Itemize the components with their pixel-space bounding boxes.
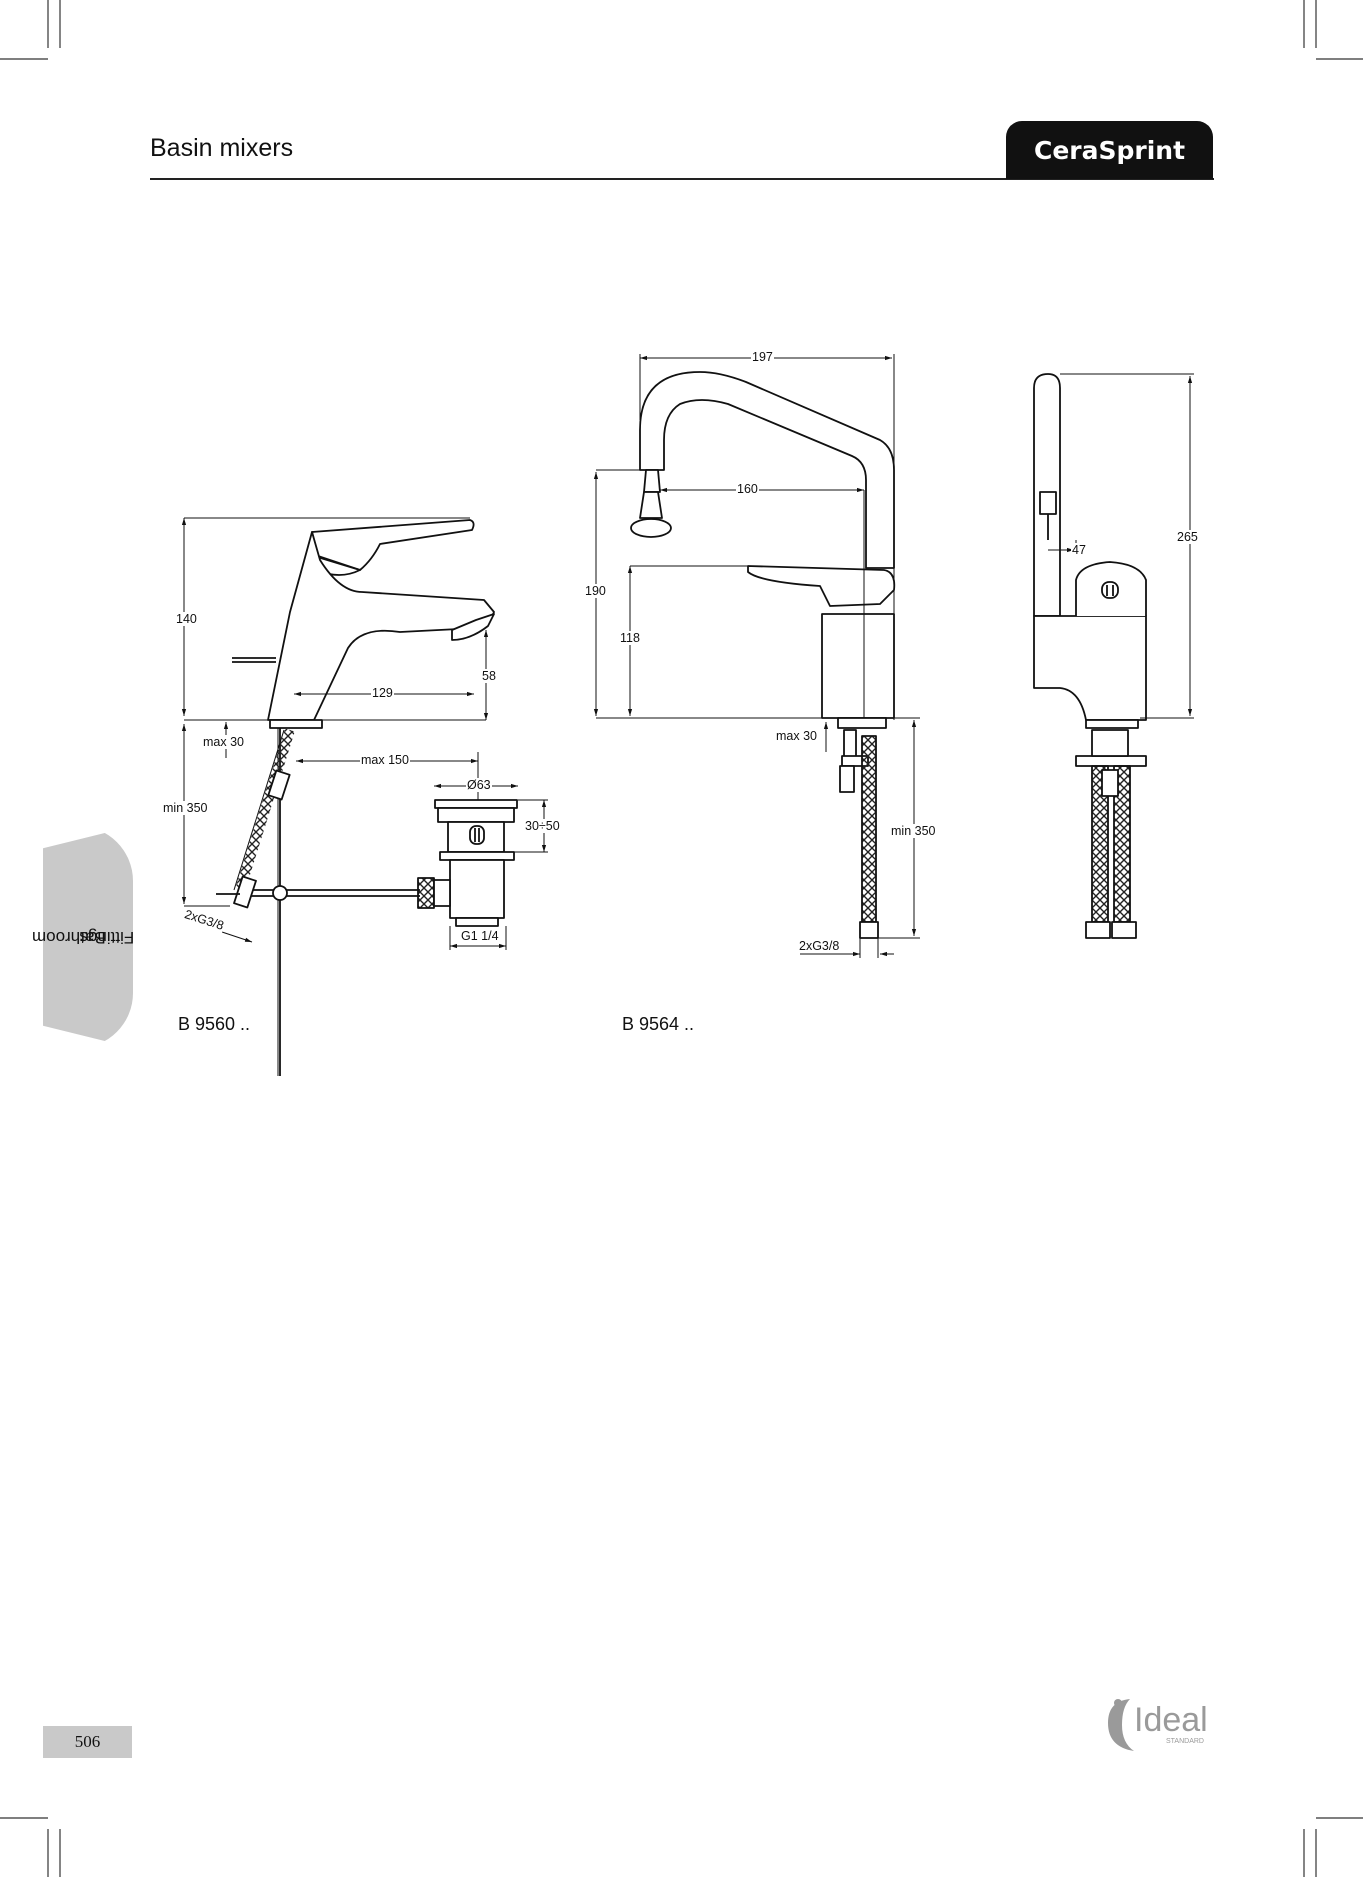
dim-g114-label: G1 1/4 <box>460 929 500 943</box>
ideal-standard-logo: Ideal STANDARD <box>1100 1685 1220 1757</box>
dim-range-label: 30÷50 <box>524 819 561 833</box>
model-number-2: B 9564 .. <box>622 1014 695 1034</box>
dim-d47-label: 47 <box>1071 543 1087 557</box>
model-number-1: B 9560 .. <box>178 1014 251 1034</box>
logo-sub: STANDARD <box>1166 1738 1204 1745</box>
dim-min350-label-2: min 350 <box>890 824 937 838</box>
logo-word: Ideal <box>1134 1701 1208 1739</box>
dim-height118-label: 118 <box>619 631 641 645</box>
dim-height-label: 140 <box>175 612 198 626</box>
dim-outlet-label: 58 <box>481 669 497 683</box>
mixer-2-side-drawing <box>593 354 920 958</box>
page-title: Basin mixers <box>150 134 294 162</box>
dim-width-label: 197 <box>751 350 774 364</box>
section-tab <box>43 826 133 1048</box>
page-number: 506 <box>43 1726 132 1758</box>
dim-height190-label: 190 <box>584 584 607 598</box>
dim-reach-label: 160 <box>736 482 759 496</box>
brand-tab: CeraSprint <box>1006 121 1213 179</box>
dim-min350-label: min 350 <box>162 801 209 815</box>
dim-max30-label-2: max 30 <box>775 729 818 743</box>
dim-height265-label: 265 <box>1176 530 1199 544</box>
dim-spout-label: 129 <box>371 686 394 700</box>
dim-max150-label: max 150 <box>360 753 410 767</box>
dim-d63-label: Ø63 <box>466 778 492 792</box>
mixer-2-front-drawing <box>1033 373 1194 939</box>
dim-max30-label: max 30 <box>202 735 245 749</box>
mixer-1-drawing <box>181 517 548 1076</box>
header-rule <box>150 178 1214 180</box>
dim-g38-label-2: 2xG3/8 <box>798 939 841 953</box>
